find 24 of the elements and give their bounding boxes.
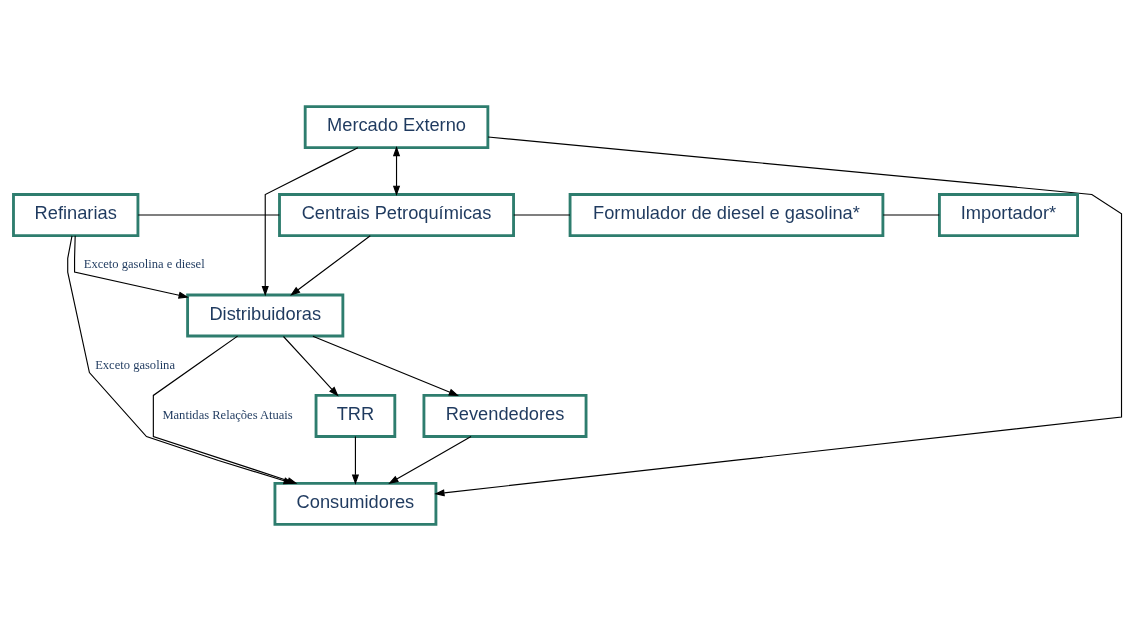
node-box: Refinarias <box>12 193 140 237</box>
arrow <box>392 145 401 196</box>
node-box: Revendedores <box>422 394 588 438</box>
connector <box>137 214 280 216</box>
node-box: Distribuidoras <box>186 293 345 338</box>
node-box: Formulador de diesel e gasolina* <box>568 193 885 237</box>
node-box: Mercado Externo <box>303 105 490 150</box>
edge-label: Mantidas Relações Atuais <box>162 408 293 423</box>
arrow <box>74 235 189 299</box>
arrow <box>351 435 360 485</box>
connector <box>513 214 571 216</box>
node-box: Consumidores <box>273 481 438 526</box>
node-box: TRR <box>314 394 397 438</box>
node-box: Importador* <box>938 193 1079 237</box>
node-box: Centrais Petroquímicas <box>278 193 515 237</box>
arrow <box>290 235 371 296</box>
arrow <box>261 147 359 297</box>
edge-label: Exceto gasolina <box>95 357 175 372</box>
arrow <box>312 335 460 396</box>
arrow <box>388 435 472 484</box>
edge-label: Exceto gasolina e diesel <box>83 257 205 272</box>
connector <box>882 214 940 216</box>
arrow <box>434 136 1123 497</box>
arrow <box>282 335 339 397</box>
